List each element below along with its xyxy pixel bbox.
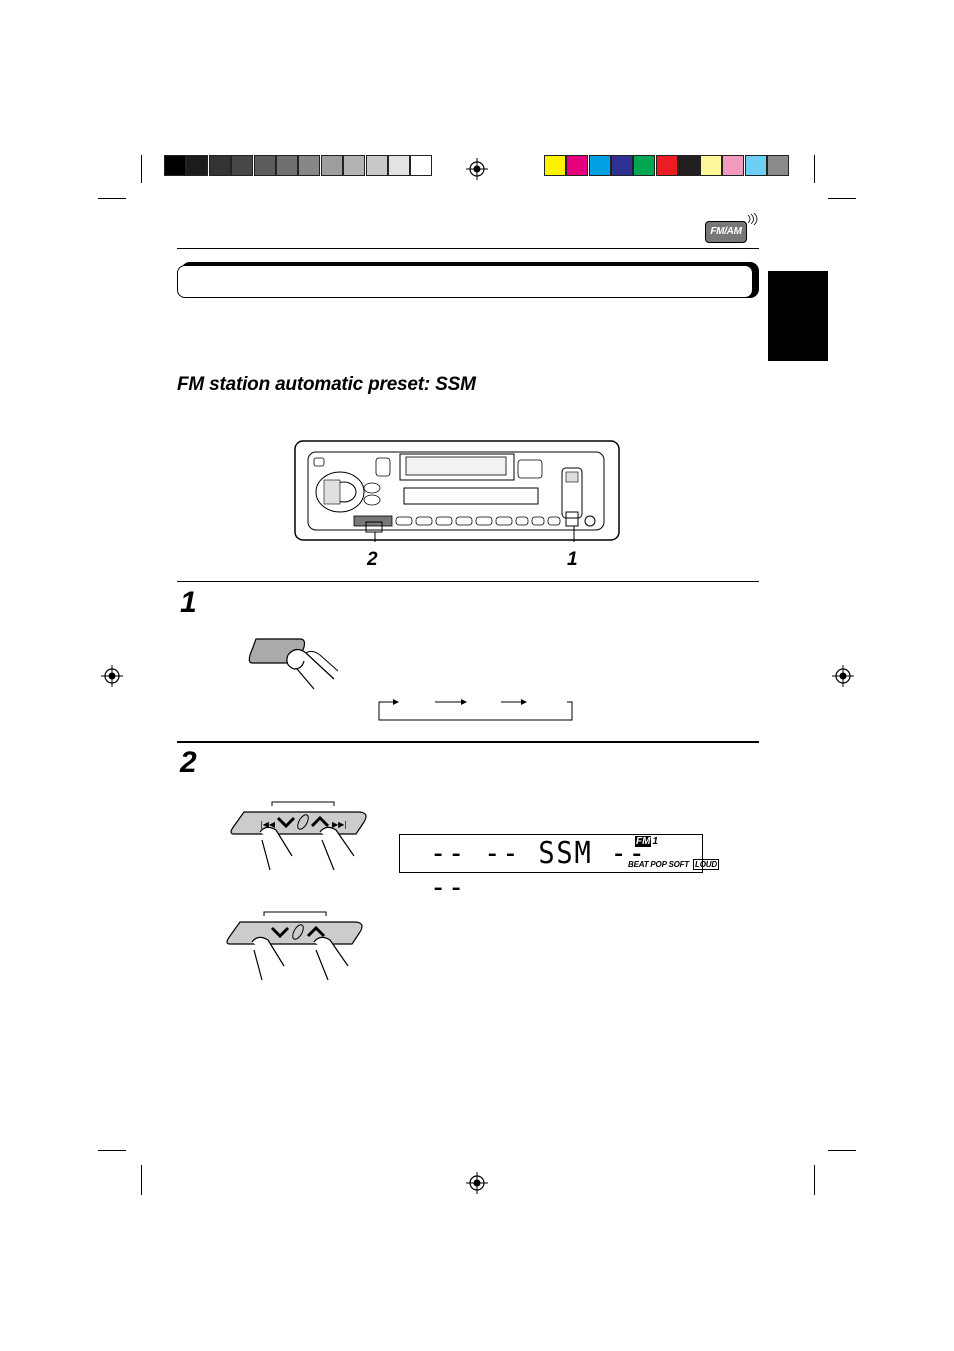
- lcd-sound-modes: BEAT POP SOFT LOUD: [628, 859, 719, 870]
- gray-swatch: [410, 155, 433, 176]
- lcd-mode-beat: BEAT: [628, 860, 649, 869]
- gray-swatch: [388, 155, 410, 176]
- header-rule: [177, 248, 759, 249]
- color-swatch: [677, 155, 700, 176]
- lcd-loud-indicator: LOUD: [693, 859, 719, 870]
- color-swatch: [544, 155, 566, 176]
- fm-am-badge: FM/AM: [705, 221, 747, 243]
- lcd-mode-soft: SOFT: [668, 860, 689, 869]
- crop-mark: [828, 198, 856, 199]
- seek-buttons-press-illustration-bottom: [226, 911, 363, 981]
- band-cycle-diagram: [378, 699, 573, 721]
- color-swatch: [767, 155, 789, 176]
- step-2-rule: [177, 741, 759, 743]
- crop-mark: [814, 155, 815, 183]
- gray-swatch: [276, 155, 298, 176]
- step-1-number: 1: [180, 586, 197, 619]
- registration-target-icon: [466, 1172, 488, 1194]
- car-stereo-illustration: [294, 440, 620, 542]
- svg-text:|◀◀: |◀◀: [260, 820, 276, 829]
- registration-target-icon: [101, 665, 123, 687]
- crop-mark: [98, 198, 126, 199]
- section-heading: FM station automatic preset: SSM: [177, 374, 476, 395]
- gray-swatch: [231, 155, 254, 176]
- gray-swatch: [186, 155, 209, 176]
- lcd-main-text: -- -- SSM -- --: [430, 836, 647, 905]
- color-swatch: [744, 155, 767, 176]
- seek-buttons-press-illustration-top: |◀◀ ▶▶|: [230, 801, 367, 871]
- step-2-number: 2: [180, 746, 197, 779]
- crop-mark: [814, 1165, 815, 1195]
- signal-wave-icon: [747, 213, 758, 225]
- gray-swatch: [343, 155, 366, 176]
- gray-swatch: [253, 155, 276, 176]
- callout-1: 1: [567, 549, 578, 570]
- gray-swatch: [365, 155, 388, 176]
- color-swatch: [700, 155, 723, 176]
- language-tab: [768, 271, 828, 361]
- color-swatch: [588, 155, 611, 176]
- gray-swatch: [208, 155, 231, 176]
- press-button-finger-illustration: [248, 638, 338, 690]
- callout-2: 2: [367, 549, 378, 570]
- color-swatch: [722, 155, 745, 176]
- registration-target-icon: [466, 158, 488, 180]
- gray-swatch: [164, 155, 186, 176]
- lcd-band-number: 1: [652, 836, 659, 847]
- color-swatch: [655, 155, 678, 176]
- gray-swatch: [320, 155, 343, 176]
- section-title-bar: [177, 262, 759, 298]
- gray-swatch: [298, 155, 321, 176]
- step-1-rule: [177, 581, 759, 582]
- crop-mark: [141, 155, 142, 183]
- crop-mark: [141, 1165, 142, 1195]
- color-swatch: [566, 155, 589, 176]
- lcd-mode-pop: POP: [650, 860, 667, 869]
- lcd-band: FM: [635, 836, 652, 847]
- color-swatch: [610, 155, 633, 176]
- color-swatch: [633, 155, 656, 176]
- registration-target-icon: [832, 665, 854, 687]
- crop-mark: [98, 1150, 126, 1151]
- crop-mark: [828, 1150, 856, 1151]
- svg-text:▶▶|: ▶▶|: [332, 820, 347, 829]
